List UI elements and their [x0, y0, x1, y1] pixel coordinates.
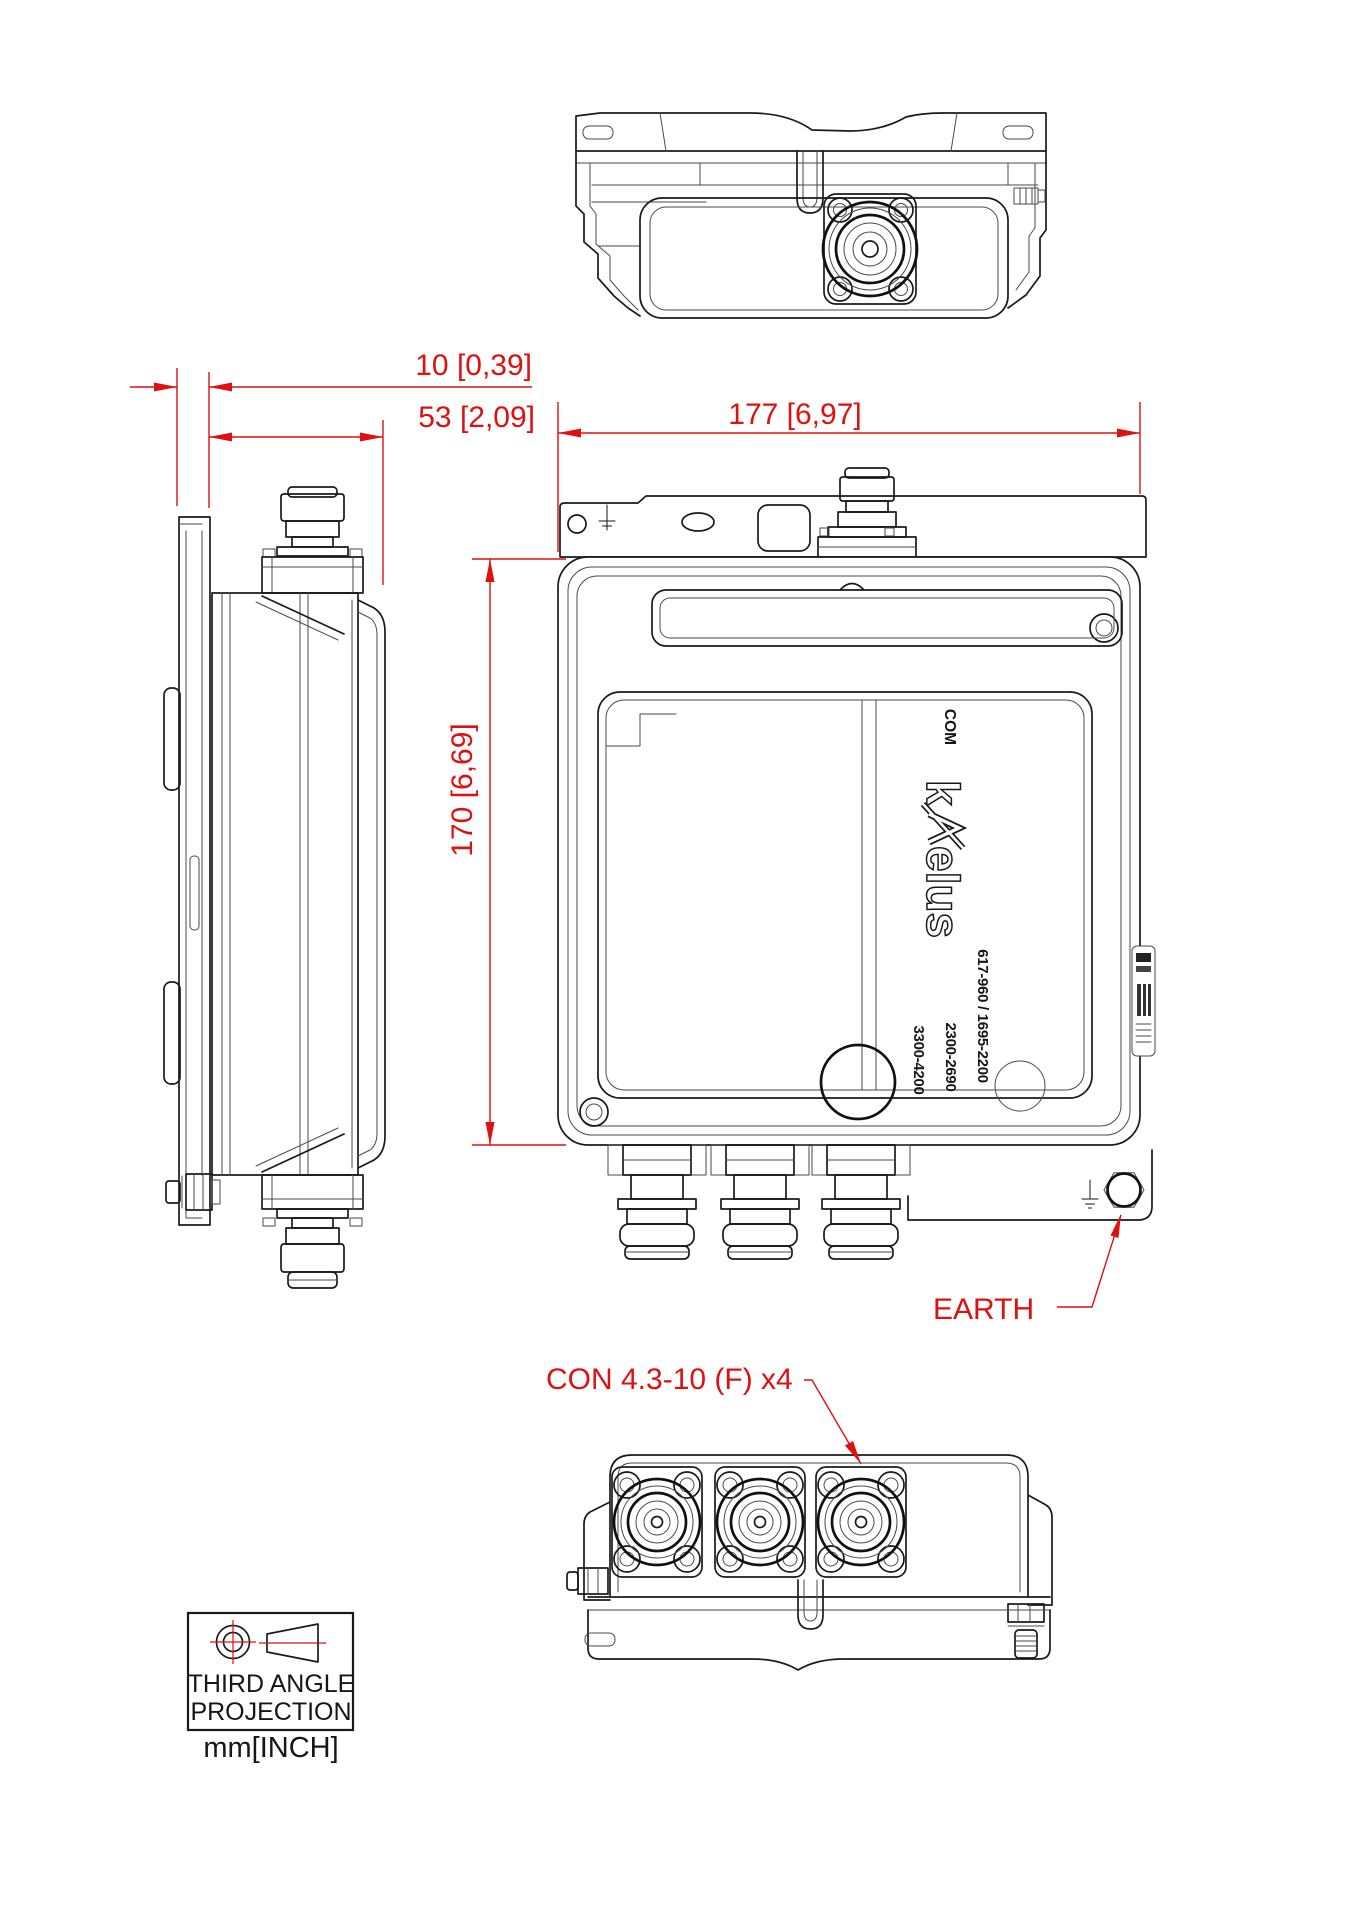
dim-height: 170 [6,69] [446, 723, 479, 856]
earth-symbol-icon [1081, 1179, 1099, 1209]
top-view [575, 112, 1047, 319]
bracket-bolt-icon [165, 1173, 221, 1211]
connector-callout: CON 4.3-10 (F) x4 [546, 1363, 793, 1396]
front-view: COM k elus 617-960 / 1695-2200 2300-2690… [557, 467, 1156, 1260]
left-bracket-bottom-view [583, 1501, 611, 1601]
right-bolt-bottom-view [1007, 1603, 1045, 1659]
right-bracket-bottom-view [1027, 1494, 1053, 1606]
projection-symbol-box: THIRD ANGLE PROJECTION mm[INCH] [186, 1611, 355, 1764]
svg-text:elus: elus [917, 846, 969, 938]
dim-depth: 53 [2,09] [418, 401, 535, 434]
top-connector-side [261, 486, 364, 594]
connector-front-3 [811, 1144, 911, 1260]
projection-cone-icon [259, 1623, 326, 1663]
freq-band-2: 2300-2690 [942, 1022, 959, 1091]
bottom-connectors-front [607, 1144, 911, 1260]
projection-text-line2: PROJECTION [190, 1698, 351, 1726]
projection-circle-icon [210, 1620, 256, 1664]
device-label-text: COM k elus 617-960 / 1695-2200 2300-2690… [910, 709, 991, 1095]
corner-screw-bottom-left [579, 1097, 609, 1127]
corner-screw-top-right [1089, 613, 1119, 643]
top-rail [651, 582, 1123, 647]
side-screw-top-view [1013, 187, 1046, 205]
kaelus-logo: k elus [916, 779, 970, 939]
earth-stud [1103, 1172, 1145, 1208]
units-note: mm[INCH] [203, 1732, 338, 1764]
projection-text-line1: THIRD ANGLE [188, 1670, 355, 1698]
freq-band-3: 3300-4200 [910, 1025, 927, 1094]
side-view [163, 486, 386, 1289]
com-port-label: COM [941, 709, 958, 745]
earth-callout: EARTH [933, 1293, 1034, 1326]
connector-bottom-3 [815, 1466, 907, 1578]
top-connector-front [817, 467, 917, 558]
freq-band-1: 617-960 / 1695-2200 [974, 949, 991, 1083]
mounting-bracket-side [163, 516, 221, 1226]
left-bolt-bottom-view [566, 1567, 609, 1595]
connector-front-1 [607, 1144, 707, 1260]
product-label [1131, 945, 1156, 1057]
bottom-view [566, 1454, 1053, 1671]
dim-width: 177 [6,97] [728, 398, 861, 431]
front-cover-plate [597, 691, 1093, 1121]
body-side [211, 592, 386, 1176]
connector-front-2 [710, 1144, 810, 1260]
bottom-right-bracket-plate [907, 1149, 1153, 1221]
dimension-annotations: 10 [0,39] 53 [2,09] 177 [6,97] 170 [6,69… [130, 349, 1141, 1465]
top-connector-flange [821, 193, 919, 305]
earth-symbol-top-icon [598, 504, 616, 531]
connector-bottom-1 [611, 1466, 703, 1578]
svg-text:k: k [917, 780, 969, 806]
connector-bottom-2 [714, 1466, 806, 1578]
bottom-connector-side [261, 1174, 364, 1289]
cover-center-hole [819, 1043, 897, 1121]
dim-bracket-offset: 10 [0,39] [415, 349, 532, 382]
